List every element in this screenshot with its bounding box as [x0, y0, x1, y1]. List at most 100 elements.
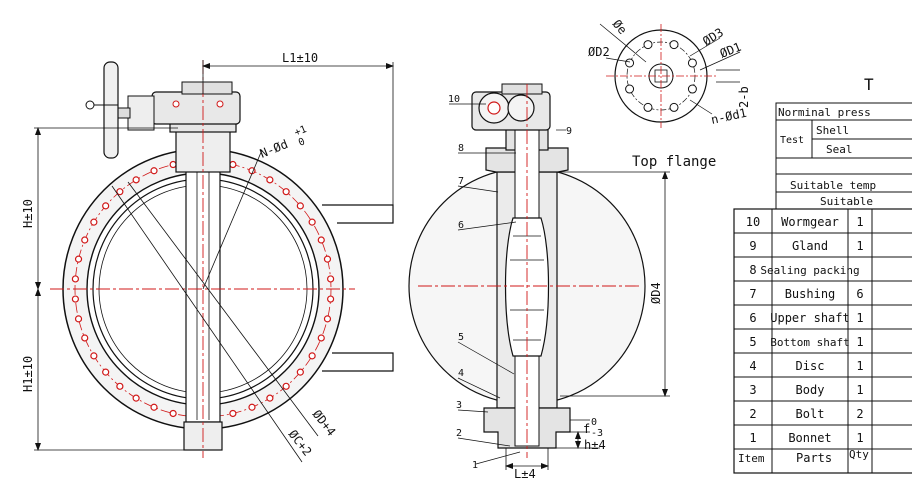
top-flange-hole [687, 58, 697, 68]
gearbox-cap [181, 81, 233, 95]
parts-qty: 1 [856, 239, 863, 253]
callout-1: 1 [472, 460, 478, 471]
bolt-hole [102, 202, 110, 210]
parts-qty: 1 [856, 335, 863, 349]
parts-name: Gland [792, 239, 828, 253]
tf-label-nd1: n-Ød1 [710, 106, 748, 127]
bolt-hole [116, 188, 124, 196]
tf-label-b: 2-b [737, 86, 751, 108]
callout-6: 6 [458, 220, 464, 231]
callout-leader [457, 409, 489, 413]
callout-leader [457, 341, 515, 375]
callout-10: 10 [448, 94, 460, 105]
callout-5: 5 [458, 332, 464, 343]
parts-qty: 1 [856, 359, 863, 373]
bolt-hole [282, 188, 290, 196]
parts-header-part: Parts [796, 451, 832, 465]
top-flange-hole [669, 102, 679, 112]
bolt-hole [74, 315, 83, 323]
callout-2: 2 [456, 428, 462, 439]
bolt-hole [317, 334, 325, 342]
bolt-hole [248, 403, 256, 411]
parts-qty: 1 [856, 431, 863, 445]
dim-f-upper: 0 [591, 417, 597, 428]
spec-seal: Seal [826, 143, 853, 156]
parts-header-qty: Qty [849, 448, 869, 461]
bolt-hole [327, 275, 335, 283]
parts-name: Body [796, 383, 825, 397]
bolt-hole [282, 382, 290, 390]
top-flange-title: Top flange [632, 154, 716, 170]
bolt-hole [308, 352, 316, 360]
parts-qty: 6 [856, 287, 863, 301]
spec-table: T Norminal press Test Shell Seal Suitabl… [775, 75, 912, 210]
bolt-hole [229, 160, 237, 169]
top-flange-hole [687, 84, 697, 94]
top-flange-hole [625, 84, 635, 94]
spec-medium: Suitable [820, 195, 873, 208]
handwheel [103, 61, 119, 159]
bolt-hole [116, 382, 124, 390]
spec-pressure: Norminal press [778, 106, 871, 119]
handwheel-knob [85, 100, 95, 110]
parts-name: Sealing packing [760, 264, 859, 277]
tf-label-d1: ØD1 [718, 40, 743, 61]
tf-leader [599, 23, 647, 63]
parts-qty: 1 [856, 215, 863, 229]
gearbox-input [127, 95, 155, 131]
upper-lug [322, 204, 394, 224]
bolt-hole [323, 315, 332, 323]
parts-name: Disc [796, 359, 825, 373]
bolt-hole [81, 334, 89, 342]
tf-leader [689, 37, 721, 57]
bolt-hole [169, 160, 177, 169]
front-view: L1±10 N-Ød +1 0 H±10 H1±10 ØD+4 ØC+2 [21, 51, 394, 463]
bolt-hole [150, 167, 158, 175]
top-flange-hole [643, 40, 653, 50]
bolt-hole [327, 295, 335, 303]
dim-flange-od-text: ØD+4 [310, 407, 339, 438]
parts-name: Bottom shaft [770, 336, 849, 349]
parts-item: 8 [749, 263, 756, 277]
spec-temp: Suitable temp [790, 179, 876, 192]
parts-name: Wormgear [781, 215, 839, 229]
parts-item: 2 [749, 407, 756, 421]
dim-f-lower: -3 [591, 428, 603, 439]
parts-header-item: Item [738, 452, 765, 465]
parts-item: 1 [749, 431, 756, 445]
bolt-hole [296, 202, 304, 210]
top-flange-holes [625, 40, 697, 112]
bolt-hole [102, 368, 110, 376]
gearbox-bolt [216, 100, 224, 108]
parts-box [733, 208, 912, 474]
dim-bolt-circle-text: ØC+2 [286, 427, 315, 458]
bolt-hole [132, 394, 140, 402]
callout-leader [457, 185, 499, 193]
parts-item: 3 [749, 383, 756, 397]
tf-label-d2: ØD2 [588, 45, 610, 59]
dim-h-text: h±4 [584, 438, 606, 452]
dim-L-text: L±4 [514, 467, 536, 481]
bolt-hole [229, 409, 237, 418]
bolt-hole [132, 176, 140, 184]
bolt-hole [308, 218, 316, 226]
dim-f-text: f [583, 422, 590, 436]
callout-leader [457, 437, 511, 447]
dim-D4-text: ØD4 [649, 282, 663, 304]
parts-qty: 1 [856, 383, 863, 397]
top-flange-hole [643, 102, 653, 112]
lower-lug [322, 352, 394, 372]
leader-flange [127, 181, 319, 437]
parts-name: Bolt [796, 407, 825, 421]
leader-bolt-circle [111, 185, 303, 463]
side-gearbox-cap [501, 83, 543, 95]
parts-qty: 1 [856, 311, 863, 325]
side-view: ØD4 f 0 -3 h±4 L±4 10 8 7 6 [408, 83, 670, 481]
side-callouts: 10 8 7 6 5 4 3 2 1 9 [448, 94, 572, 471]
bolt-hole [266, 176, 274, 184]
tf-label-e: Øe [610, 17, 630, 37]
bolt-hole [74, 255, 83, 263]
gearbox-bolt [172, 100, 180, 108]
bolt-hole [169, 409, 177, 418]
